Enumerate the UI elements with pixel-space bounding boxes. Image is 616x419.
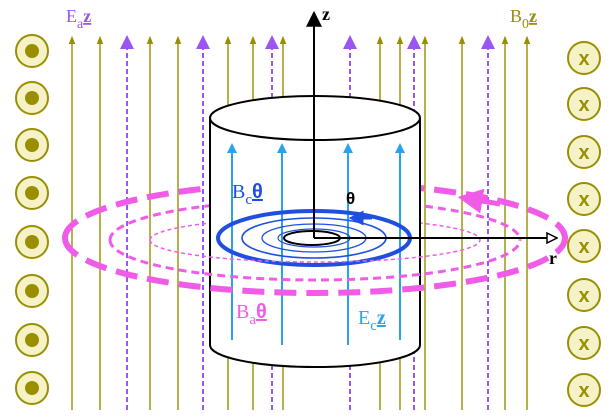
svg-text:x: x xyxy=(578,333,589,355)
svg-text:x: x xyxy=(578,189,589,211)
bc-label: Bcθ xyxy=(232,181,263,208)
into-page-cross-icon: x xyxy=(567,41,601,75)
ec-field-lines xyxy=(227,143,405,345)
outer-loop-front xyxy=(62,237,568,296)
dot-column-left xyxy=(15,34,49,405)
out-of-page-dot-icon xyxy=(15,371,49,405)
axes xyxy=(306,10,556,238)
conductor-cylinder xyxy=(209,95,421,368)
inner-loop-front xyxy=(149,239,481,263)
out-of-page-dot-icon xyxy=(15,81,49,115)
into-page-cross-icon: x xyxy=(567,278,601,312)
into-page-cross-icon: x xyxy=(567,326,601,360)
svg-text:x: x xyxy=(578,236,589,258)
into-page-cross-icon: x xyxy=(567,373,601,407)
ba-label: Baθ xyxy=(236,301,267,328)
labels: Eaz B0z z r Bcθ θ Baθ Ecz xyxy=(66,4,557,334)
svg-text:x: x xyxy=(578,94,589,116)
into-page-cross-icon: x xyxy=(567,229,601,263)
magenta-loops-front xyxy=(62,188,568,296)
into-page-cross-icon: x xyxy=(567,135,601,169)
out-of-page-dot-icon xyxy=(15,176,49,210)
svg-text:x: x xyxy=(578,380,589,402)
out-of-page-dot-icon xyxy=(15,323,49,357)
r-axis-label: r xyxy=(549,248,557,268)
into-page-cross-icon: x xyxy=(567,87,601,121)
middle-loop-front xyxy=(108,239,522,282)
into-page-cross-icon: x xyxy=(567,182,601,216)
out-of-page-dot-icon xyxy=(15,128,49,162)
out-of-page-dot-icon xyxy=(15,34,49,68)
b0-label: B0z xyxy=(510,6,537,32)
theta-label: θ xyxy=(346,189,355,208)
cylinder-body xyxy=(209,118,421,368)
z-axis-label: z xyxy=(322,4,330,24)
out-of-page-dot-icon xyxy=(15,225,49,259)
ea-label: Eaz xyxy=(66,6,91,32)
svg-text:x: x xyxy=(578,48,589,70)
ec-label: Ecz xyxy=(358,307,386,334)
svg-text:x: x xyxy=(578,285,589,307)
cross-column-right: x x x x x x x x xyxy=(567,41,601,407)
out-of-page-dot-icon xyxy=(15,274,49,308)
ba-direction-arrow xyxy=(457,188,501,214)
svg-text:x: x xyxy=(578,142,589,164)
